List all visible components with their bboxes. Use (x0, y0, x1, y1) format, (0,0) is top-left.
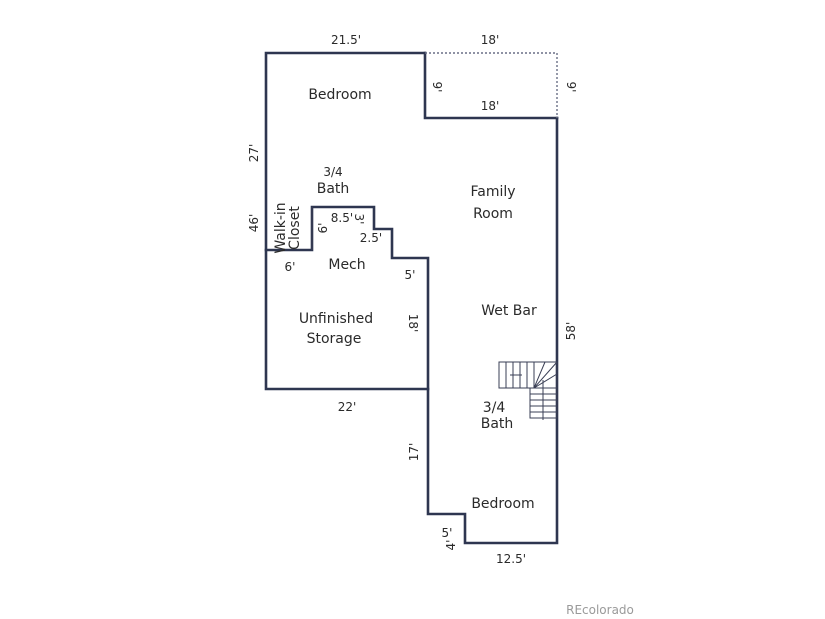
dim-lower-left: 17' (407, 443, 421, 462)
dim-left-closet: 46' (247, 214, 261, 233)
room-wet-bar: Wet Bar (481, 303, 537, 319)
staircase (498, 361, 558, 420)
room-bedroom-bottom: Bedroom (471, 496, 534, 512)
outer-wall (264, 51, 559, 545)
room-bath-top: Bath (317, 181, 350, 197)
dim-storage-bottom: 22' (338, 400, 357, 414)
dim-top-right: 18' (481, 33, 500, 47)
room-bath-bottom: Bath (481, 416, 514, 432)
room-bath-bottom-fraction: 3/4 (483, 400, 506, 416)
room-walkin-closet-2: Closet (287, 206, 303, 250)
dim-storage-right: 18' (406, 314, 420, 333)
room-walkin-closet-1: Walk-in (273, 202, 289, 253)
dim-right-total: 58' (564, 322, 578, 341)
room-bath-top-fraction: 3/4 (323, 165, 342, 179)
open-top-edge (425, 52, 558, 118)
dim-bottom-width: 12.5' (496, 552, 526, 566)
dim-top-left: 21.5' (331, 33, 361, 47)
dim-inner-right-height: 9' (564, 82, 578, 93)
dim-notch-width: 5' (442, 526, 453, 540)
dim-mech-right: 5' (405, 268, 416, 282)
room-family-1: Family (470, 184, 515, 200)
dim-mech-top: 8.5' (331, 211, 353, 225)
room-mech: Mech (328, 257, 365, 273)
dim-notch-height: 4' (444, 540, 458, 551)
dim-mech-side: 6' (316, 223, 330, 234)
dim-inner-width: 18' (481, 99, 500, 113)
dim-left-upper: 27' (247, 144, 261, 163)
dim-mech-step: 3' (352, 214, 366, 225)
room-storage-1: Unfinished (299, 311, 373, 327)
dim-inner-left-height: 9' (430, 82, 444, 93)
dim-mech-step-width: 2.5' (360, 231, 382, 245)
room-storage-2: Storage (307, 331, 362, 347)
dim-closet-width: 6' (285, 260, 296, 274)
room-family-2: Room (473, 206, 513, 222)
watermark: REcolorado (566, 603, 634, 617)
upper-right-box-wall (423, 51, 559, 120)
room-bedroom-top: Bedroom (308, 87, 371, 103)
